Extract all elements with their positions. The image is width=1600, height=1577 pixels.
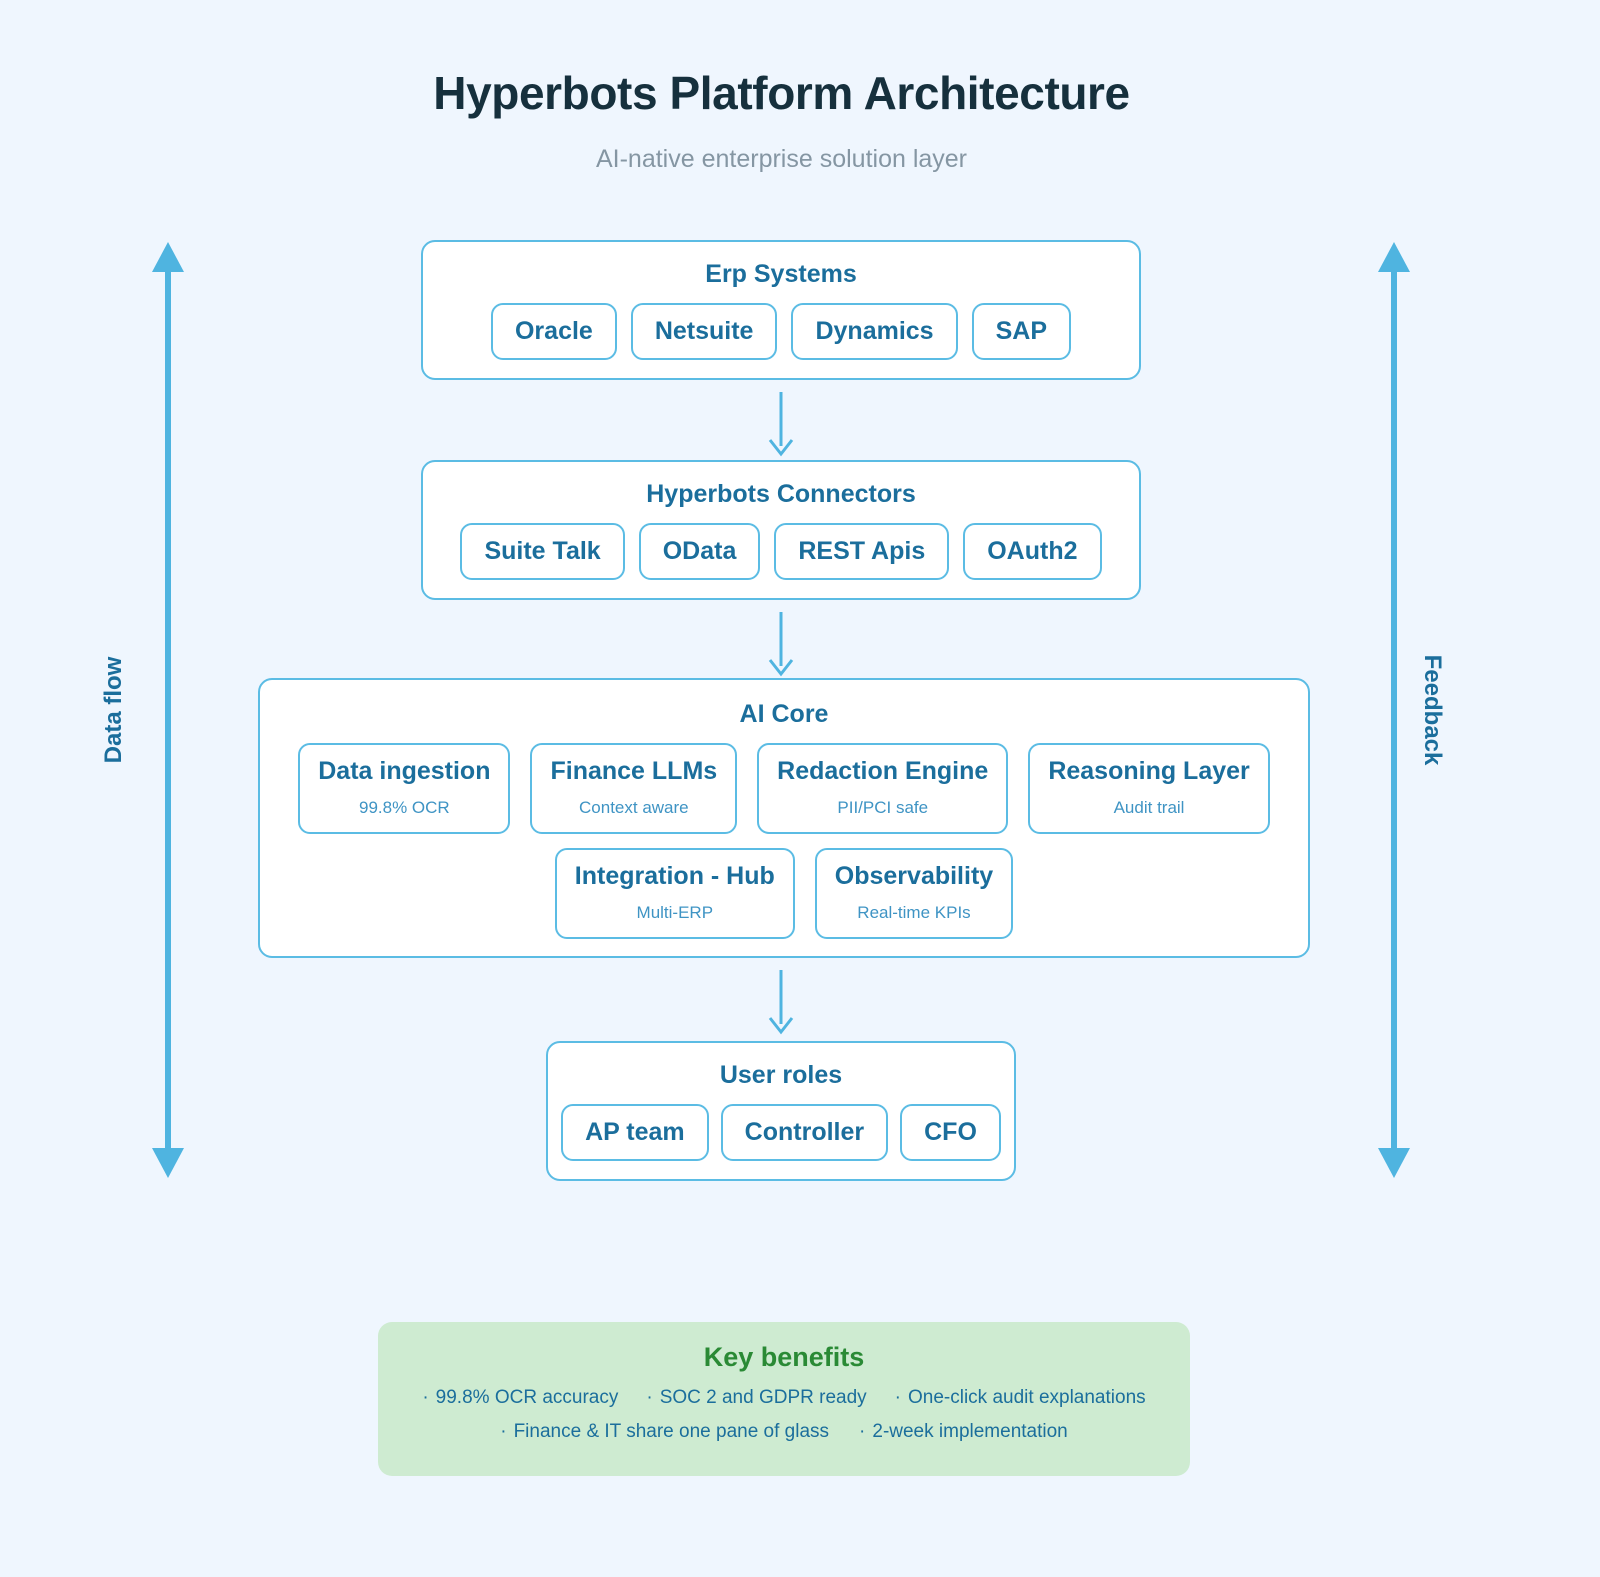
page-subtitle: AI-native enterprise solution layer (595, 145, 968, 173)
layer-user-roles[interactable]: User roles AP team Controller CFO (546, 1041, 1016, 1181)
bullet-icon: · (500, 1421, 507, 1442)
chip-cfo[interactable]: CFO (900, 1104, 1001, 1161)
card-caption-redaction-engine: PII/PCI safe (837, 797, 929, 817)
data-flow-arrow (148, 240, 188, 1180)
chip-ap-team[interactable]: AP team (561, 1104, 709, 1161)
benefit-text: Finance & IT share one pane of glass (513, 1421, 830, 1442)
flow-arrow-connectors-to-aicore (766, 612, 796, 678)
benefit-text: 99.8% OCR accuracy (435, 1387, 619, 1408)
ai-core-row-primary: Data ingestion 99.8% OCR Finance LLMs Co… (260, 743, 1308, 834)
card-title-redaction-engine: Redaction Engine (777, 757, 989, 785)
key-benefits-line-2: · Finance & IT share one pane of glass · 2… (378, 1421, 1190, 1443)
card-data-ingestion[interactable]: Data ingestion 99.8% OCR (298, 743, 511, 834)
card-caption-data-ingestion: 99.8% OCR (359, 797, 450, 817)
ai-core-row-secondary: Integration - Hub Multi-ERP Observabilit… (260, 847, 1308, 939)
card-finance-llms[interactable]: Finance LLMs Context aware (530, 743, 738, 834)
card-redaction-engine[interactable]: Redaction Engine PII/PCI safe (757, 743, 1009, 834)
feedback-label: Feedback (1419, 654, 1446, 766)
benefit-item: · 2-week implementation (859, 1421, 1068, 1443)
key-benefits-panel: Key benefits · 99.8% OCR accuracy · SOC 2 … (378, 1322, 1190, 1476)
benefit-text: 2-week implementation (872, 1421, 1068, 1442)
layer-title-connectors: Hyperbots Connectors (646, 480, 916, 508)
chip-oracle[interactable]: Oracle (490, 303, 617, 360)
bullet-icon: · (859, 1421, 866, 1442)
layer-hyperbots-connectors[interactable]: Hyperbots Connectors Suite Talk OData RE… (421, 460, 1141, 600)
benefit-item: · SOC 2 and GDPR ready (646, 1387, 866, 1409)
card-caption-integration-hub: Multi-ERP (636, 902, 714, 922)
flow-arrow-erp-to-connectors (766, 392, 796, 458)
benefit-item: · One-click audit explanations (895, 1387, 1146, 1409)
chip-odata[interactable]: OData (638, 523, 761, 580)
chip-oauth2[interactable]: OAuth2 (963, 523, 1102, 580)
chip-netsuite[interactable]: Netsuite (630, 303, 778, 360)
benefit-text: One-click audit explanations (908, 1387, 1146, 1408)
card-title-reasoning-layer: Reasoning Layer (1048, 757, 1250, 785)
layer-ai-core[interactable]: AI Core Data ingestion 99.8% OCR Finance… (258, 678, 1310, 958)
card-observability[interactable]: Observability Real-time KPIs (814, 847, 1014, 939)
feedback-arrow (1374, 240, 1414, 1180)
chip-controller[interactable]: Controller (720, 1104, 889, 1161)
card-caption-reasoning-layer: Audit trail (1113, 797, 1185, 817)
key-benefits-line-1: · 99.8% OCR accuracy · SOC 2 and GDPR read… (378, 1387, 1190, 1409)
chip-rest-apis[interactable]: REST Apis (774, 523, 950, 580)
card-title-finance-llms: Finance LLMs (550, 757, 718, 785)
card-title-integration-hub: Integration - Hub (574, 861, 775, 890)
layer-title-user-roles: User roles (719, 1061, 843, 1089)
data-flow-label: Data flow (100, 656, 127, 764)
chip-sap[interactable]: SAP (971, 303, 1071, 360)
card-caption-observability: Real-time KPIs (857, 902, 971, 922)
benefit-text: SOC 2 and GDPR ready (659, 1387, 867, 1408)
bullet-icon: · (646, 1387, 653, 1408)
page-title: Hyperbots Platform Architecture (433, 67, 1130, 119)
benefit-item: · 99.8% OCR accuracy (422, 1387, 618, 1409)
bullet-icon: · (894, 1387, 901, 1408)
layer-erp-systems[interactable]: Erp Systems Oracle Netsuite Dynamics SAP (421, 240, 1141, 380)
benefit-item: · Finance & IT share one pane of glass (500, 1421, 829, 1443)
card-integration-hub[interactable]: Integration - Hub Multi-ERP (554, 847, 795, 939)
erp-chip-row: Oracle Netsuite Dynamics SAP (423, 303, 1139, 360)
user-roles-chip-row: AP team Controller CFO (548, 1104, 1014, 1161)
layer-title-erp: Erp Systems (705, 260, 857, 288)
connectors-chip-row: Suite Talk OData REST Apis OAuth2 (423, 523, 1139, 580)
layer-title-ai-core: AI Core (739, 700, 829, 728)
flow-arrow-aicore-to-roles (766, 970, 796, 1036)
card-title-data-ingestion: Data ingestion (318, 757, 491, 785)
card-caption-finance-llms: Context aware (579, 797, 689, 817)
card-title-observability: Observability (834, 861, 994, 890)
bullet-icon: · (422, 1387, 429, 1408)
chip-suite-talk[interactable]: Suite Talk (460, 523, 625, 580)
chip-dynamics[interactable]: Dynamics (791, 303, 958, 360)
card-reasoning-layer[interactable]: Reasoning Layer Audit trail (1028, 743, 1270, 834)
key-benefits-title: Key benefits (703, 1342, 865, 1372)
